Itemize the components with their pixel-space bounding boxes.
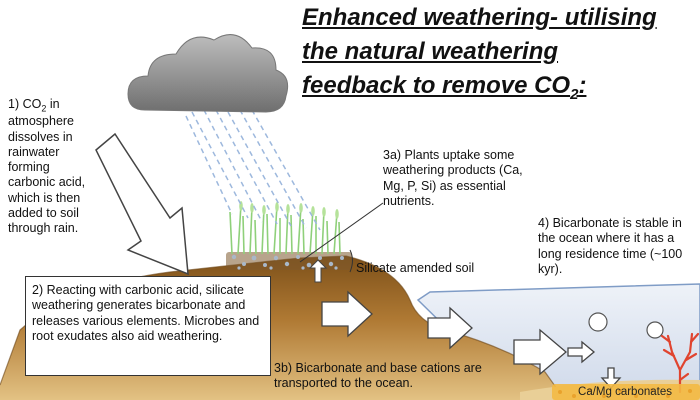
title-line-3-text: feedback to remove CO <box>302 72 571 99</box>
title-line-1: Enhanced weathering- utilising <box>302 4 657 31</box>
title-line-3: feedback to remove CO2: <box>302 72 586 103</box>
step-3a-label: 3a) Plants uptake some weathering produc… <box>383 148 523 208</box>
step-4-label: 4) Bicarbonate is stable in the ocean wh… <box>538 216 683 276</box>
carbonate-layer <box>552 384 700 400</box>
title-line-3-suffix: : <box>578 72 587 99</box>
bubble-icon <box>588 312 664 339</box>
cloud-icon <box>127 34 289 113</box>
title-line-2: the natural weathering <box>302 38 559 65</box>
step-2-box: 2) Reacting with carbonic acid, silicate… <box>25 276 271 376</box>
step-1-prefix: 1) CO <box>8 97 42 111</box>
rain-icon <box>185 109 321 231</box>
plants-icon <box>229 201 341 255</box>
title-subscript: 2 <box>570 85 579 103</box>
coral-icon <box>660 332 700 394</box>
plant-uptake-pointer <box>299 202 384 283</box>
step-1-text: in atmosphere dissolves in rainwater for… <box>8 97 86 236</box>
flow-arrow-icon <box>95 132 189 276</box>
step-2-label: 2) Reacting with carbonic acid, silicate… <box>32 283 260 343</box>
step-1-subscript: 2 <box>41 103 47 114</box>
silicate-soil-label: Silicate amended soil <box>356 261 475 275</box>
flow-arrow-icon <box>321 290 622 389</box>
step-3b-label: 3b) Bicarbonate and base cations are tra… <box>274 361 482 391</box>
step-1-label: 1) CO2 in atmosphere dissolves in rainwa… <box>8 97 98 236</box>
carbonates-label: Ca/Mg carbonates <box>578 386 672 398</box>
